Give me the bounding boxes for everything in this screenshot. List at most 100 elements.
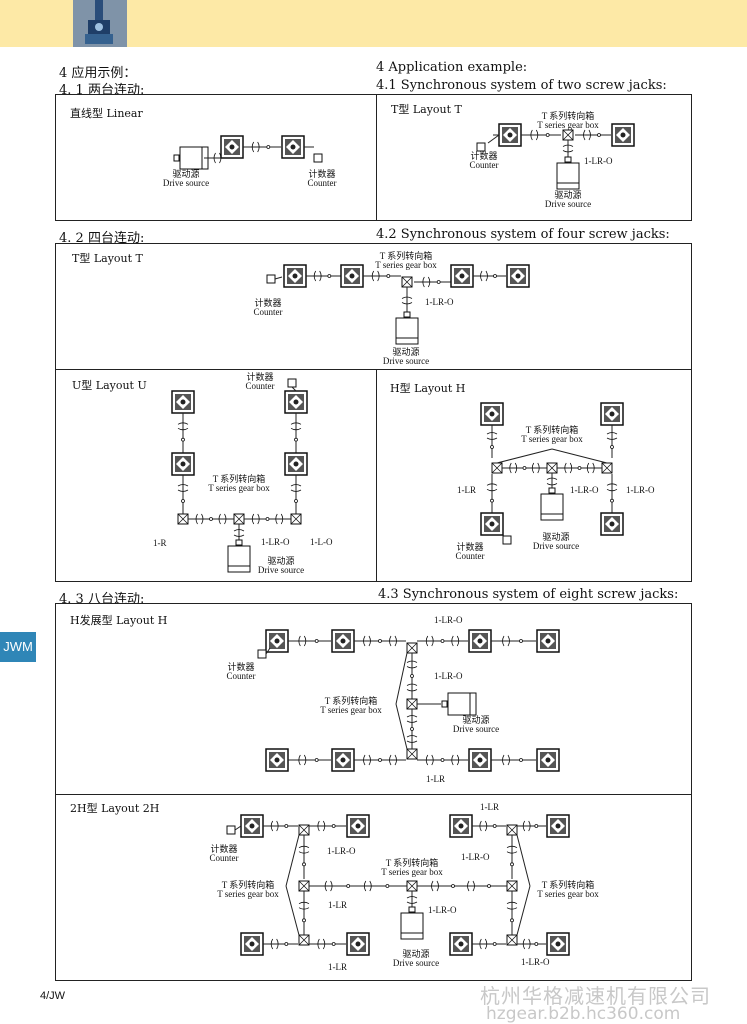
screw-jack-icon [265, 748, 289, 772]
coupling-icon [251, 141, 260, 153]
drive-source-label-en: Drive source [163, 178, 209, 188]
coupling-dot [610, 445, 614, 449]
drive-source-label-cn: 驱动源 [402, 949, 429, 959]
panel-title-four-u: U型 Layout U [72, 379, 147, 392]
shaft-line [285, 885, 300, 936]
gearbox-icon [506, 880, 518, 892]
coupling-dot [266, 145, 271, 149]
counter-label-en: Counter [246, 381, 275, 391]
panel-title-two-t: T型 Layout T [391, 103, 462, 116]
gearbox-icon [406, 642, 418, 654]
panel-title-four-h: H型 Layout H [390, 382, 466, 395]
coupling-icon [233, 529, 245, 537]
screw-jack-icon [498, 123, 522, 147]
counter-icon [266, 274, 276, 284]
coupling-icon [298, 845, 310, 854]
screw-jack-icon [600, 402, 624, 426]
screw-jack-icon [73, 0, 127, 47]
coupling-icon [317, 938, 326, 950]
lr-label: 1-LR [426, 774, 445, 784]
r-label: 1-R [153, 538, 167, 548]
counter-label-en: Counter [254, 307, 283, 317]
gearbox-icon [406, 698, 418, 710]
counter-label-en: Counter [210, 853, 239, 863]
coupling-icon [251, 513, 260, 525]
shaft-line [265, 647, 271, 655]
coupling-icon [486, 432, 498, 440]
coupling-icon [275, 513, 284, 525]
motor-icon [173, 146, 209, 170]
coupling-dot [492, 824, 497, 828]
coupling-dot [519, 639, 523, 643]
coupling-icon [406, 735, 418, 743]
coupling-dot [331, 942, 336, 946]
coupling-dot [577, 466, 582, 470]
screw-jack-icon [449, 814, 473, 838]
coupling-dot [487, 884, 491, 888]
drive-source-label-cn: 驱动源 [392, 347, 419, 357]
gearbox-label-en: T series gear box [537, 889, 599, 899]
coupling-icon [177, 484, 189, 492]
screw-jack-icon [600, 512, 624, 536]
lr-o-label: 1-LR-O [327, 846, 356, 856]
drive-source-label-cn: 驱动源 [267, 556, 294, 566]
shaft-line [234, 825, 242, 831]
gearbox-label-cn: T 系列转向箱 [386, 857, 439, 868]
shaft-line [496, 448, 553, 464]
coupling-icon [506, 845, 518, 854]
screw-jack-icon [283, 264, 307, 288]
screw-jack-icon [536, 748, 560, 772]
counter-icon [226, 825, 236, 835]
coupling-icon [406, 715, 418, 723]
drive-source-label-cn: 驱动源 [542, 532, 569, 542]
coupling-icon [586, 462, 595, 474]
coupling-icon [606, 483, 618, 492]
gearbox-icon [506, 934, 518, 946]
coupling-dot [331, 824, 336, 828]
watermark-company: 杭州华格减速机有限公司 [480, 984, 711, 1008]
counter-icon [257, 649, 267, 659]
screw-jack-icon [468, 629, 492, 653]
coupling-icon [451, 754, 460, 766]
screw-jack-icon [171, 390, 195, 414]
coupling-dot [314, 639, 319, 643]
panel-title-four-t: T型 Layout T [72, 252, 143, 265]
gearbox-label-cn: T 系列转向箱 [542, 879, 595, 890]
gearbox-icon [233, 513, 245, 525]
counter-label-en: Counter [227, 671, 256, 681]
counter-label-cn: 计数器 [210, 843, 237, 854]
drive-source-label-en: Drive source [258, 565, 304, 575]
counter-label-en: Counter [470, 160, 499, 170]
screw-jack-icon [346, 814, 370, 838]
coupling-icon [389, 635, 397, 647]
gearbox-icon [546, 462, 558, 474]
coupling-dot [346, 884, 351, 888]
screw-jack-icon [536, 629, 560, 653]
counter-label-cn: 计数器 [246, 371, 273, 382]
coupling-dot [265, 517, 270, 521]
coupling-icon [363, 754, 371, 766]
counter-label-cn: 计数器 [470, 150, 497, 161]
coupling-icon [522, 938, 531, 950]
coupling-dot [440, 758, 445, 762]
coupling-icon [531, 462, 540, 474]
coupling-icon [298, 635, 307, 647]
panel-title-eight-2h: 2H型 Layout 2H [70, 802, 160, 815]
coupling-icon [480, 270, 488, 282]
lr-label: 1-LR [328, 900, 347, 910]
gearbox-label-en: T series gear box [320, 705, 382, 715]
coupling-icon [425, 754, 434, 766]
coupling-icon [298, 754, 307, 766]
coupling-icon [431, 880, 439, 892]
screw-jack-icon [284, 452, 308, 476]
shaft-line [551, 448, 608, 464]
shaft-line [516, 885, 531, 936]
screw-jack-icon [171, 452, 195, 476]
coupling-icon [479, 938, 488, 950]
shaft-line [285, 834, 300, 887]
drive-source-label-en: Drive source [545, 199, 591, 209]
panel-four-jacks: T型 Layout T U型 Layout U H型 Layout H T 系列… [55, 243, 692, 582]
screw-jack-icon [506, 264, 530, 288]
